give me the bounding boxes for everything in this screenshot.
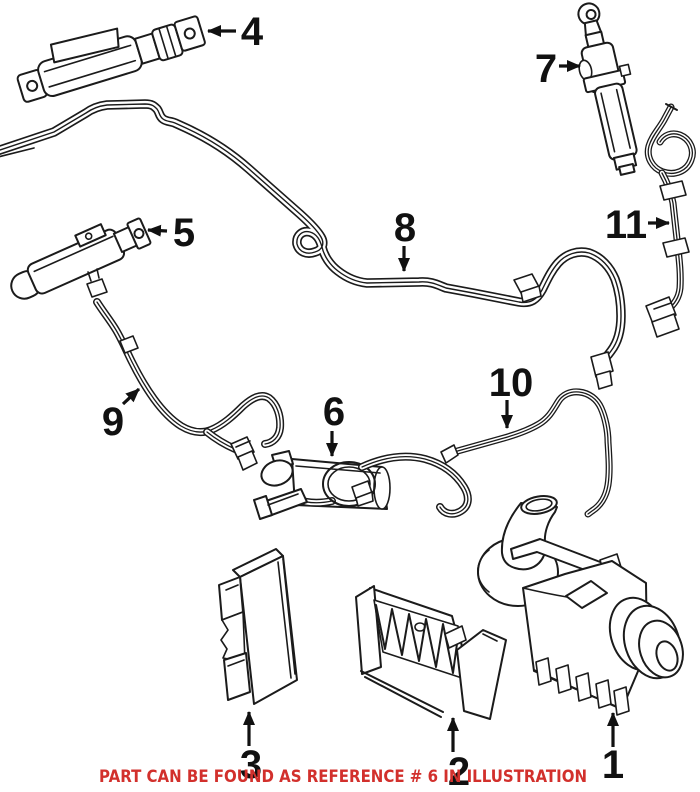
part-5-hydraulic-cylinder — [10, 217, 152, 300]
reference-caption: PART CAN BE FOUND AS REFERENCE # 6 IN IL… — [99, 767, 587, 787]
callout-6-label: 6 — [323, 390, 345, 434]
callout-2: 2 — [447, 717, 470, 792]
part-11-hydraulic-line — [646, 103, 692, 338]
callout-5: 5 — [147, 211, 195, 255]
module-connector — [223, 652, 251, 701]
callout-9: 9 — [102, 387, 141, 444]
callout-3: 3 — [240, 711, 262, 787]
callout-3-label: 3 — [240, 743, 262, 787]
callout-1-label: 1 — [602, 743, 624, 787]
hose-clip — [119, 335, 139, 354]
callout-11: 11 — [605, 203, 670, 247]
line-end — [440, 444, 459, 464]
part-1-pump-assembly — [477, 495, 684, 716]
callout-8: 8 — [394, 206, 416, 272]
part-9-hose — [86, 268, 280, 471]
callout-9-label: 9 — [102, 400, 124, 444]
line-clip — [659, 180, 687, 201]
callout-7: 7 — [535, 47, 581, 91]
callout-7-label: 7 — [535, 47, 557, 91]
callout-6: 6 — [323, 390, 345, 457]
part-2-bracket — [355, 585, 507, 720]
callout-10: 10 — [489, 361, 534, 429]
callout-2-label: 2 — [448, 750, 470, 792]
line-clip — [662, 237, 690, 258]
callout-11-label: 11 — [605, 203, 647, 247]
part-4-hydraulic-cylinder — [16, 15, 206, 103]
line-end-fitting — [590, 351, 614, 378]
callout-5-label: 5 — [173, 211, 195, 255]
callout-10-label: 10 — [489, 361, 534, 405]
callout-8-label: 8 — [394, 206, 416, 250]
part-8-hydraulic-lines — [0, 104, 621, 390]
part-3-control-module — [218, 548, 298, 705]
bracket-wall — [456, 629, 507, 720]
part-10-hydraulic-line — [440, 392, 609, 514]
callout-4-label: 4 — [241, 10, 264, 54]
part-6-valve-with-hose — [253, 450, 468, 520]
callout-1: 1 — [602, 712, 624, 787]
hose-connector — [86, 278, 108, 298]
part-7-hydraulic-cylinder — [577, 2, 638, 176]
hose-loop — [322, 461, 376, 507]
callout-4: 4 — [207, 10, 264, 54]
